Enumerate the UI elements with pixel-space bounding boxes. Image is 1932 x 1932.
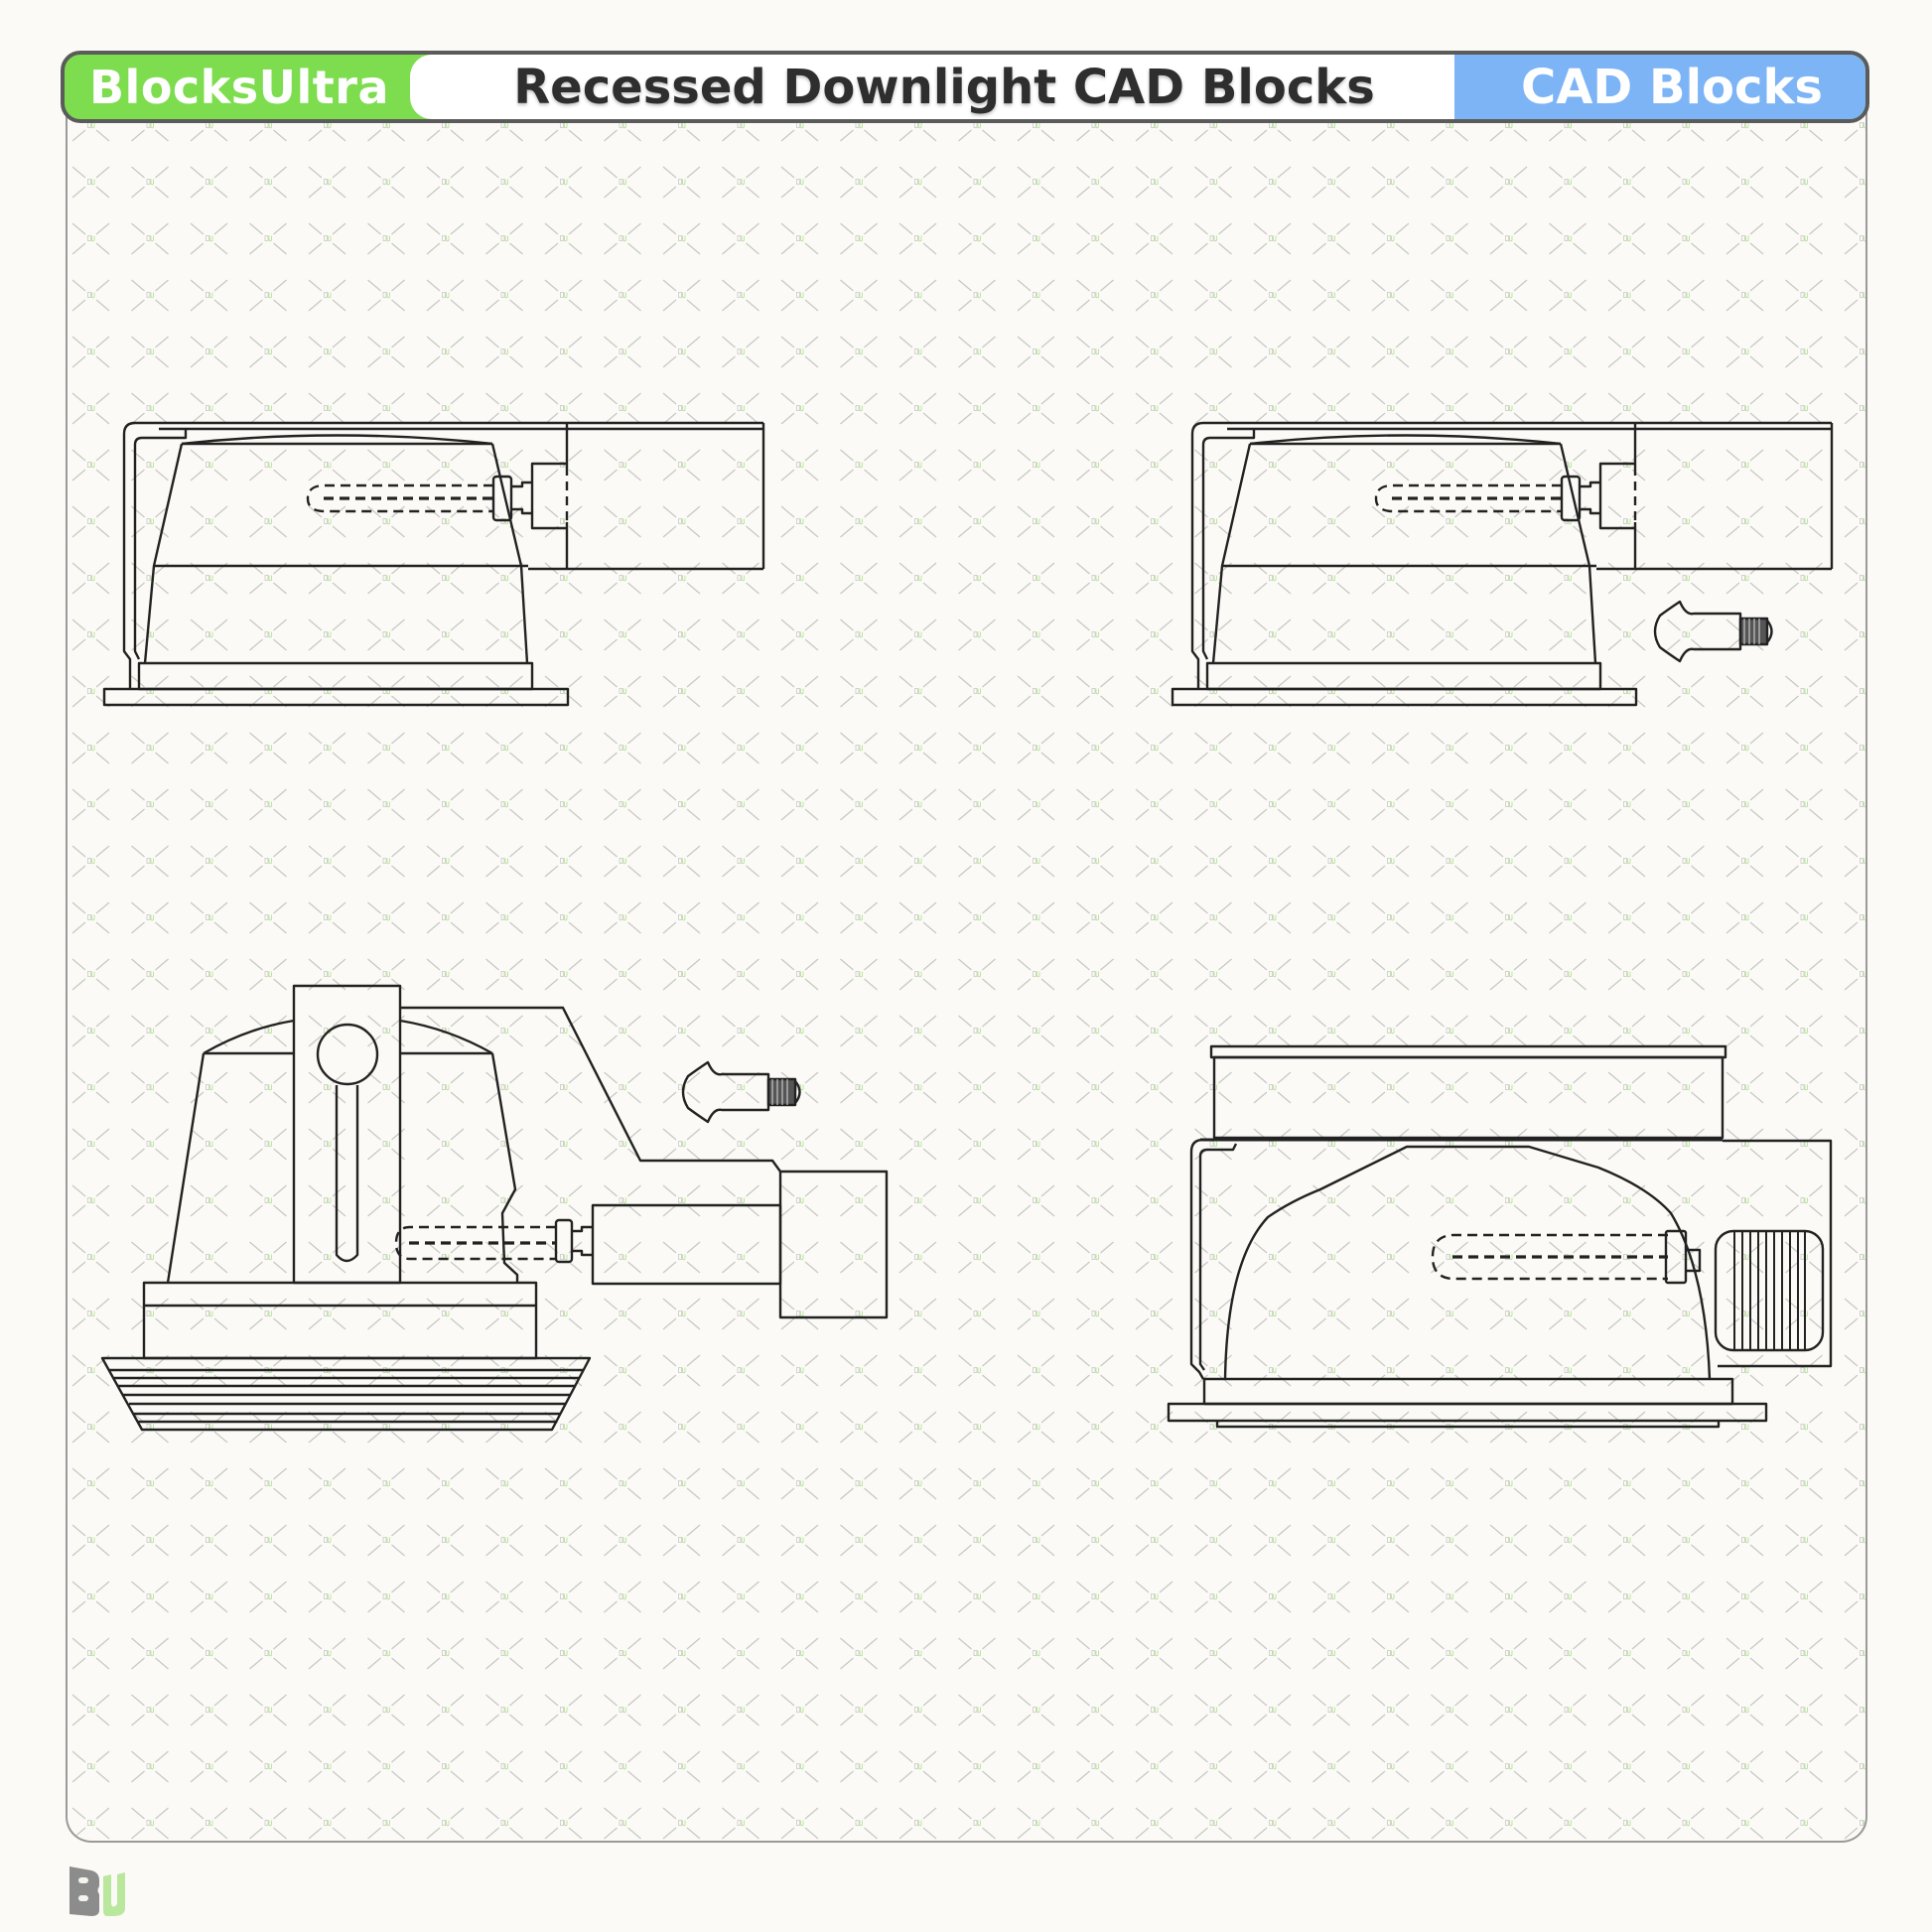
downlight-elevation-1	[102, 421, 765, 707]
brand-label: BlocksUltra	[88, 60, 389, 114]
watermark-pattern	[68, 99, 1865, 1841]
blocksultra-logo-icon	[69, 1866, 125, 1916]
downlight-housing-ballast-elevation	[1167, 1044, 1833, 1429]
spare-bulb-icon-2	[681, 1060, 801, 1124]
category-label: CAD Blocks	[1521, 59, 1823, 115]
downlight-elevation-2	[1171, 421, 1834, 707]
page-title-pill: Recessed Downlight CAD Blocks	[410, 55, 1478, 119]
title-banner: BlocksUltra Recessed Downlight CAD Block…	[61, 51, 1869, 123]
spare-bulb-icon-1	[1653, 600, 1773, 663]
downlight-adjustable-elevation	[100, 984, 889, 1432]
drawing-canvas-frame	[66, 99, 1867, 1843]
category-label-box: CAD Blocks	[1454, 55, 1865, 119]
page-title: Recessed Downlight CAD Blocks	[513, 59, 1375, 115]
